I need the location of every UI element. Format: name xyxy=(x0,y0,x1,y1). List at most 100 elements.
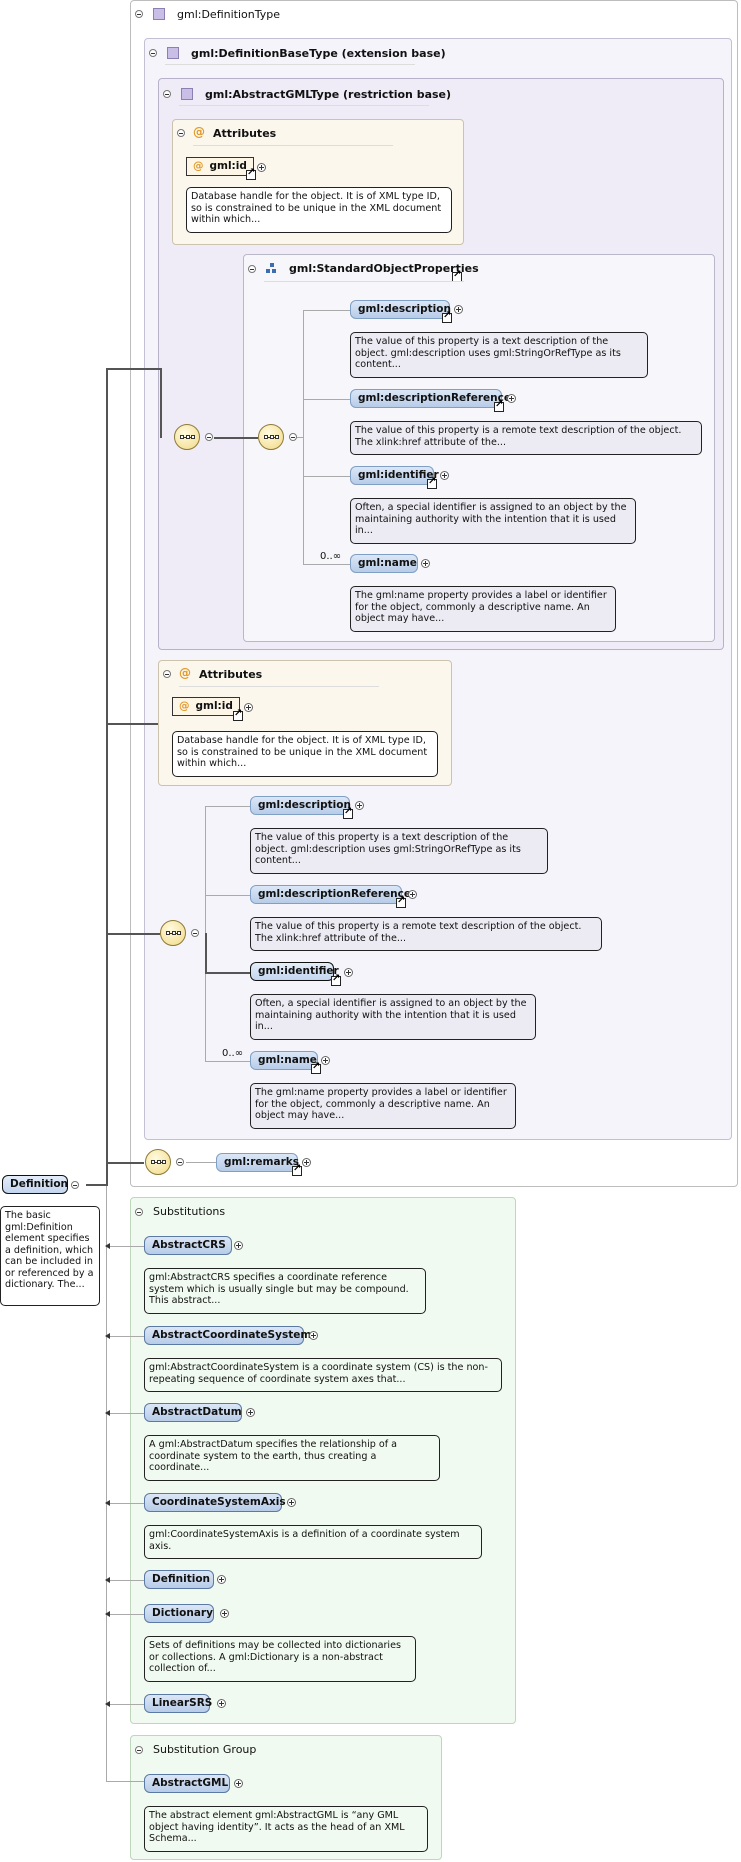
connector xyxy=(110,1413,144,1414)
element-gml-description-reference[interactable]: gml:descriptionReference xyxy=(350,389,511,408)
expand-icon[interactable] xyxy=(287,1498,296,1507)
expand-icon[interactable] xyxy=(234,1241,243,1250)
expand-icon[interactable] xyxy=(302,1158,311,1167)
connector xyxy=(205,895,250,896)
expand-icon[interactable] xyxy=(257,163,266,172)
attribute-gml-id-outer[interactable]: @gml:id xyxy=(172,697,240,716)
abstract-gml-type-label: gml:AbstractGMLType (restriction base) xyxy=(205,88,452,101)
connector xyxy=(303,476,350,477)
expand-icon[interactable] xyxy=(234,1779,243,1788)
reference-arrow-icon[interactable] xyxy=(442,310,452,323)
collapse-toggle[interactable] xyxy=(289,433,297,441)
expand-icon[interactable] xyxy=(309,1331,318,1340)
collapse-toggle[interactable] xyxy=(135,1746,143,1754)
sequence-compositor-icon xyxy=(160,920,186,946)
element-gml-name[interactable]: gml:name xyxy=(250,1051,318,1070)
collapse-toggle[interactable] xyxy=(177,129,185,137)
separator xyxy=(264,281,464,282)
element-gml-description[interactable]: gml:description xyxy=(350,300,451,319)
connector xyxy=(110,1580,144,1581)
arrow-left-icon xyxy=(105,1243,110,1249)
expand-icon[interactable] xyxy=(246,1408,255,1417)
expand-icon[interactable] xyxy=(244,703,253,712)
connector xyxy=(110,1503,144,1504)
collapse-toggle[interactable] xyxy=(191,929,199,937)
expand-icon[interactable] xyxy=(507,394,516,403)
expand-icon[interactable] xyxy=(408,890,417,899)
connector xyxy=(106,1162,144,1164)
expand-icon[interactable] xyxy=(344,968,353,977)
substitution-coordinate-system-axis[interactable]: CoordinateSystemAxis xyxy=(144,1493,286,1512)
substitution-definition[interactable]: Definition xyxy=(144,1570,214,1589)
sequence-compositor-icon xyxy=(145,1149,171,1175)
attribute-gml-id-inner[interactable]: @ gml:id xyxy=(186,157,254,176)
reference-arrow-icon[interactable] xyxy=(427,476,437,489)
reference-arrow-icon[interactable] xyxy=(331,973,341,986)
element-gml-name[interactable]: gml:name xyxy=(350,554,418,573)
attribute-doc: Database handle for the object. It is of… xyxy=(186,187,452,233)
element-gml-remarks[interactable]: gml:remarks xyxy=(216,1153,299,1172)
substitution-dictionary[interactable]: Dictionary xyxy=(144,1604,214,1623)
connector xyxy=(186,1162,216,1163)
collapse-toggle[interactable] xyxy=(135,1208,143,1216)
substitution-abstract-crs[interactable]: AbstractCRS xyxy=(144,1236,232,1255)
reference-arrow-icon[interactable] xyxy=(233,708,243,721)
cardinality-label: 0..∞ xyxy=(222,1048,244,1059)
expand-icon[interactable] xyxy=(321,1056,330,1065)
substitution-doc: A gml:AbstractDatum specifies the relati… xyxy=(144,1435,440,1481)
connector xyxy=(303,399,350,400)
expand-icon[interactable] xyxy=(217,1575,226,1584)
connector xyxy=(106,368,108,1184)
substitution-abstract-coordinate-system[interactable]: AbstractCoordinateSystem xyxy=(144,1326,311,1345)
attribute-label: gml:id xyxy=(195,700,233,712)
expand-icon[interactable] xyxy=(421,559,430,568)
collapse-toggle[interactable] xyxy=(149,49,157,57)
expand-icon[interactable] xyxy=(355,801,364,810)
connector xyxy=(205,933,207,973)
element-doc: The basic gml:Definition element specifi… xyxy=(0,1206,100,1306)
reference-arrow-icon[interactable] xyxy=(292,1163,302,1176)
collapse-toggle[interactable] xyxy=(135,10,143,18)
element-gml-identifier[interactable]: gml:identifier xyxy=(350,466,439,485)
substitution-doc: gml:AbstractCoordinateSystem is a coordi… xyxy=(144,1358,502,1392)
attribute-icon: @ xyxy=(193,160,204,172)
element-gml-identifier[interactable]: gml:identifier xyxy=(250,962,339,981)
connector xyxy=(110,1246,144,1247)
substitution-doc: gml:CoordinateSystemAxis is a definition… xyxy=(144,1525,482,1559)
collapse-toggle[interactable] xyxy=(163,90,171,98)
collapse-toggle[interactable] xyxy=(163,670,171,678)
reference-arrow-icon[interactable] xyxy=(343,806,353,819)
complex-type-icon xyxy=(153,8,165,20)
substitution-doc: Sets of definitions may be collected int… xyxy=(144,1636,416,1682)
arrow-left-icon xyxy=(105,1577,110,1583)
reference-arrow-icon[interactable] xyxy=(396,895,406,908)
expand-icon[interactable] xyxy=(454,305,463,314)
collapse-toggle[interactable] xyxy=(205,433,213,441)
separator xyxy=(179,105,429,106)
element-doc: Often, a special identifier is assigned … xyxy=(350,498,636,544)
element-gml-description-reference[interactable]: gml:descriptionReference xyxy=(250,885,411,904)
reference-arrow-icon[interactable] xyxy=(246,167,256,180)
separator xyxy=(165,64,415,65)
substitution-linear-srs[interactable]: LinearSRS xyxy=(144,1694,212,1713)
connector xyxy=(106,1781,144,1782)
reference-arrow-icon[interactable] xyxy=(494,399,504,412)
expand-icon[interactable] xyxy=(220,1609,229,1618)
attributes-title: Attributes xyxy=(213,127,277,140)
connector xyxy=(205,1061,250,1062)
arrow-left-icon xyxy=(105,1410,110,1416)
attribute-label: gml:id xyxy=(209,160,247,172)
collapse-toggle[interactable] xyxy=(71,1181,79,1189)
connector xyxy=(214,437,258,439)
expand-icon[interactable] xyxy=(440,471,449,480)
expand-icon[interactable] xyxy=(217,1699,226,1708)
connector xyxy=(160,368,162,438)
element-gml-description[interactable]: gml:description xyxy=(250,796,351,815)
element-definition[interactable]: Definition xyxy=(2,1175,68,1194)
collapse-toggle[interactable] xyxy=(176,1158,184,1166)
reference-arrow-icon[interactable] xyxy=(311,1061,321,1074)
substitution-abstract-datum[interactable]: AbstractDatum xyxy=(144,1403,242,1422)
collapse-toggle[interactable] xyxy=(248,265,256,273)
attributes-title: Attributes xyxy=(199,668,263,681)
substitution-group-abstract-gml[interactable]: AbstractGML xyxy=(144,1774,230,1793)
